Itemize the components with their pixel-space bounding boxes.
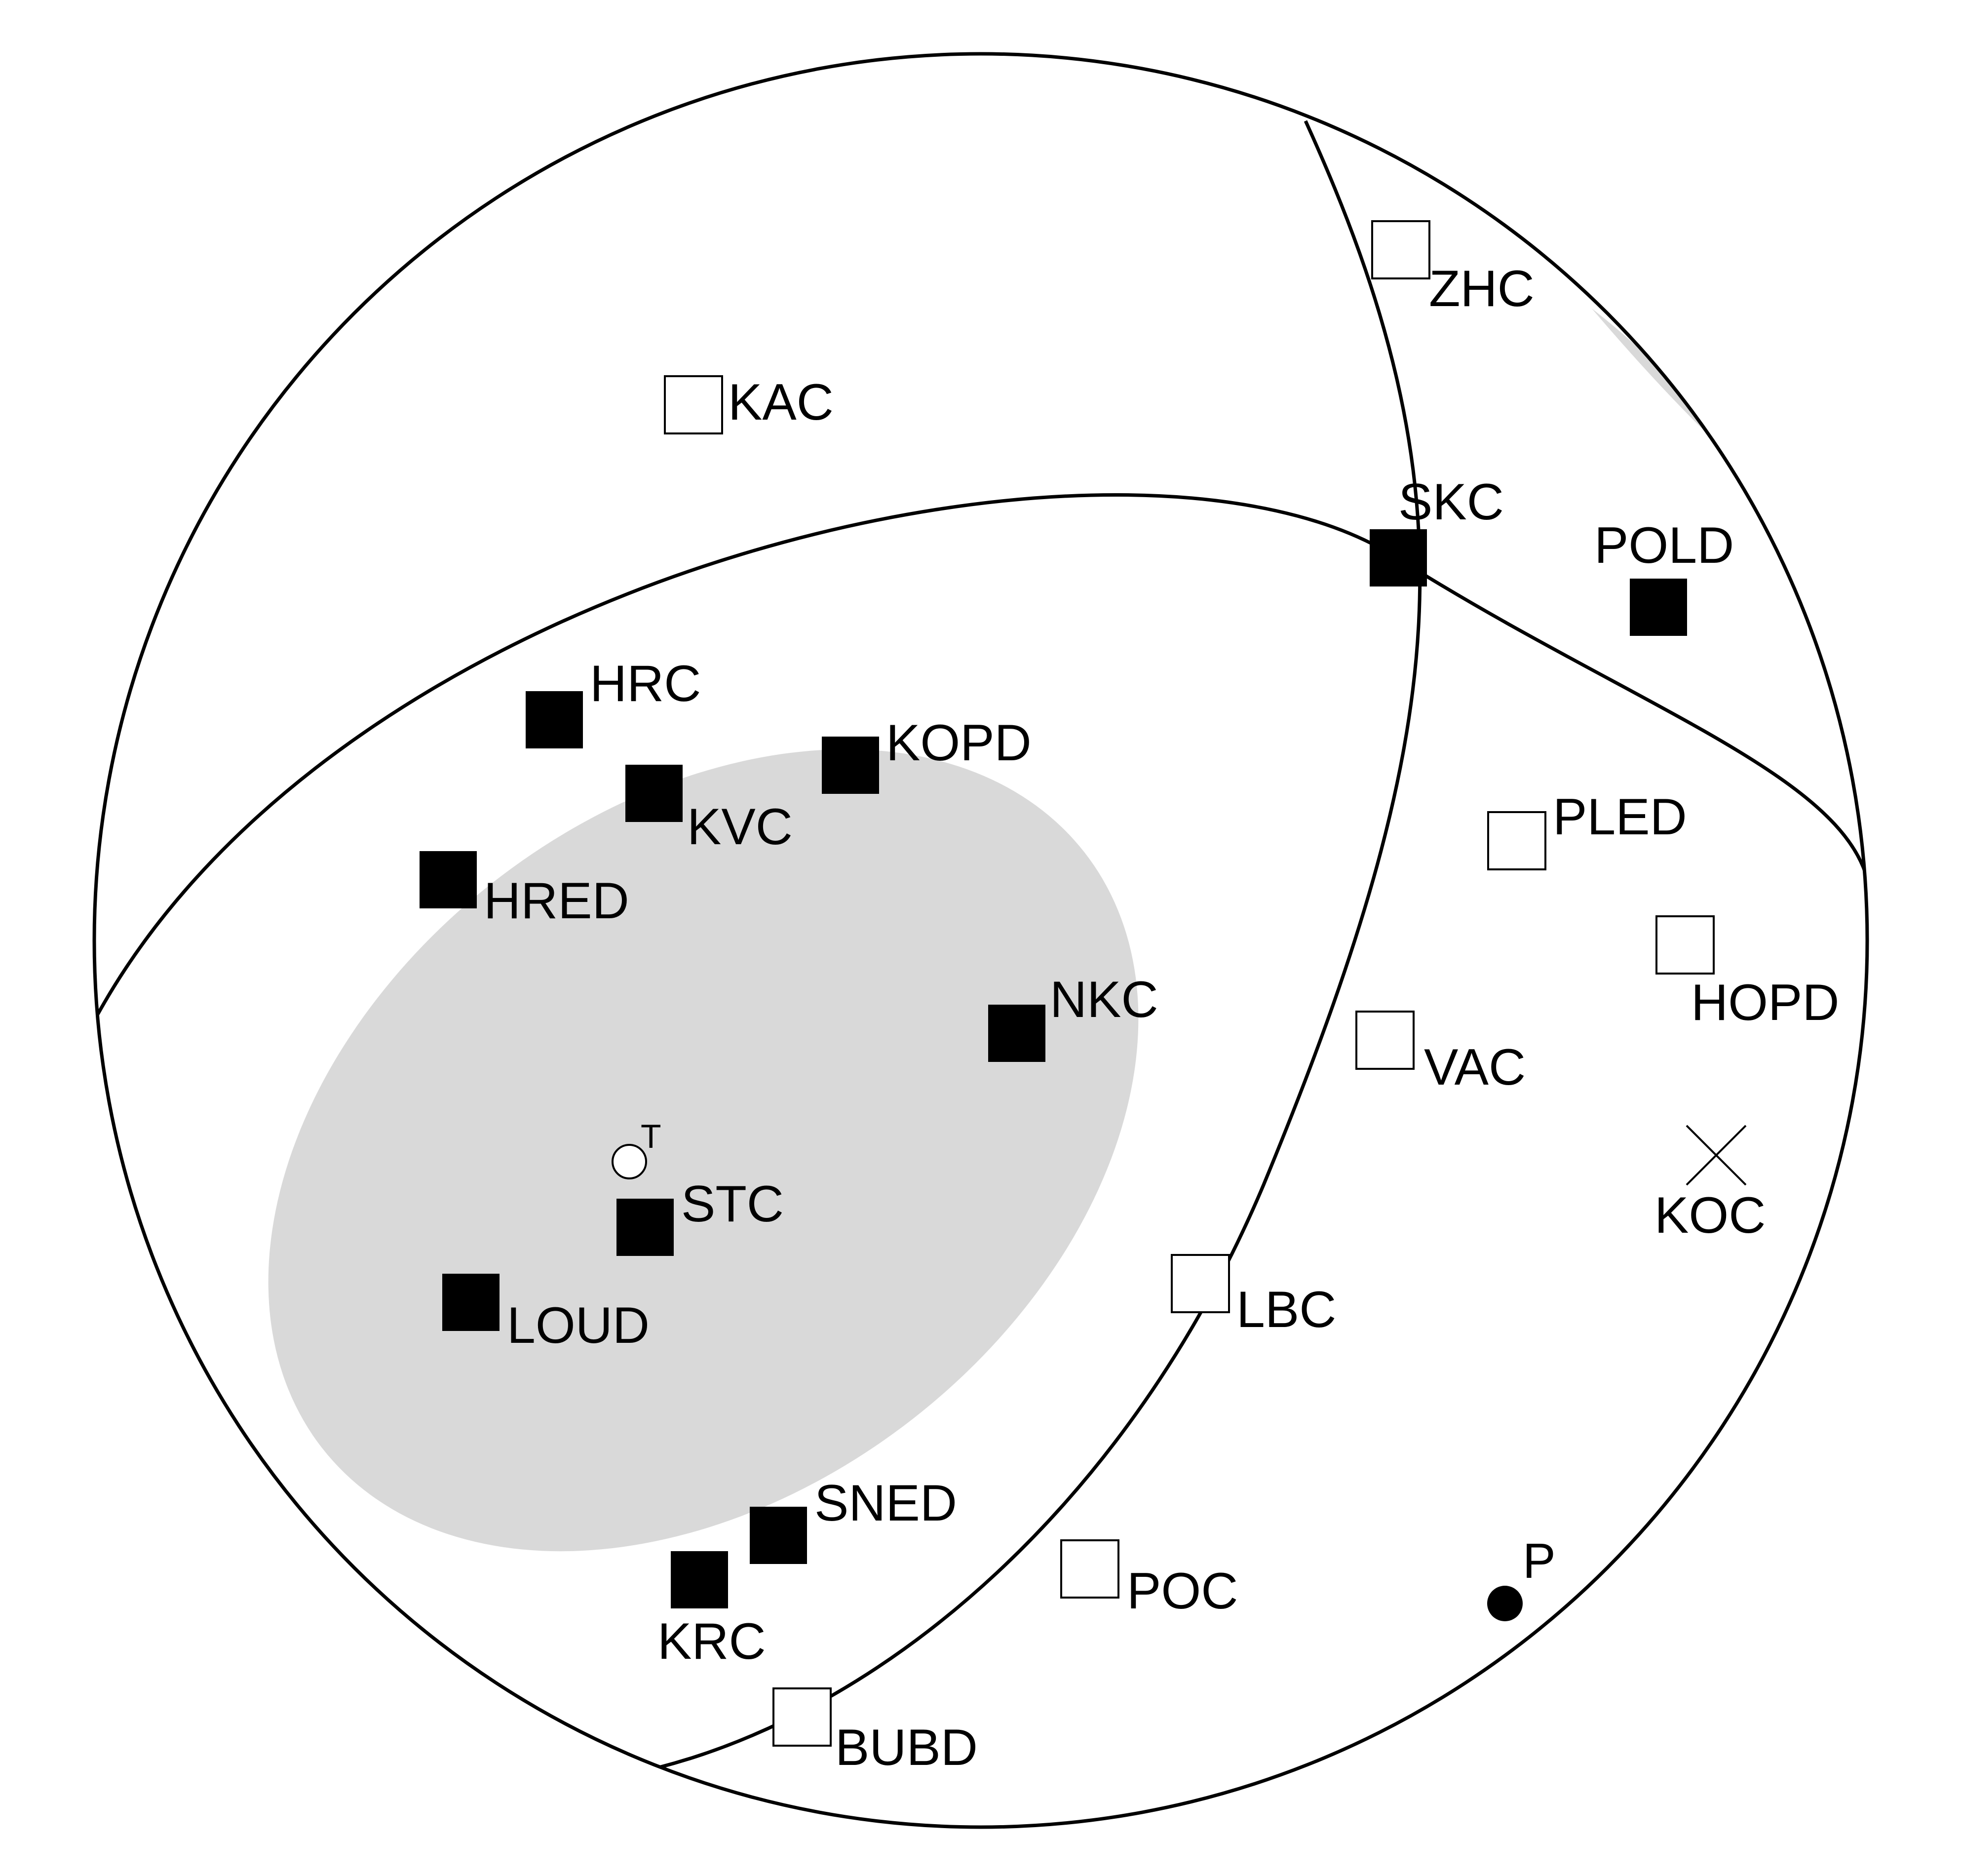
- station-stc: STC: [616, 1175, 784, 1256]
- station-kopd: KOPD: [822, 714, 1032, 794]
- station-label: SNED: [814, 1475, 957, 1532]
- station-label: STC: [681, 1175, 784, 1233]
- station-marker-open-square: [1487, 811, 1546, 870]
- station-label: NKC: [1050, 971, 1158, 1028]
- station-label: VAC: [1424, 1039, 1526, 1096]
- station-skc: SKC: [1370, 473, 1504, 586]
- t-axis-label: T: [641, 1118, 661, 1155]
- station-label: SKC: [1398, 473, 1504, 531]
- station-label: LBC: [1236, 1281, 1336, 1338]
- station-sned: SNED: [750, 1475, 957, 1564]
- station-label: KOC: [1654, 1187, 1766, 1244]
- station-bubd: BUBD: [772, 1687, 978, 1776]
- station-label: HRC: [590, 655, 701, 712]
- station-marker-filled-square: [1630, 579, 1687, 636]
- station-marker-open-square: [664, 375, 723, 434]
- station-label: KRC: [657, 1613, 766, 1670]
- station-kac: KAC: [664, 374, 834, 434]
- station-label: HOPD: [1691, 974, 1839, 1031]
- station-label: POC: [1127, 1563, 1238, 1620]
- station-label: KVC: [687, 798, 793, 856]
- station-label: BUBD: [835, 1719, 978, 1776]
- station-nkc: NKC: [988, 971, 1158, 1062]
- station-marker-open-square: [1355, 1011, 1415, 1070]
- station-label: KOPD: [886, 714, 1032, 772]
- station-marker-filled-square: [420, 851, 477, 908]
- station-poc: POC: [1060, 1539, 1238, 1620]
- station-label: LOUD: [507, 1297, 650, 1354]
- stations-layer: ZHC KAC SKC POLD HRC KOPD KVC HRED PLED HOPD NKC VA…: [420, 220, 1839, 1776]
- p-axis: P: [1487, 1533, 1556, 1621]
- station-marker-filled-square: [625, 765, 683, 822]
- nodal-plane-2: [658, 120, 1422, 1769]
- station-marker-open-square: [1171, 1254, 1230, 1313]
- station-marker-filled-square: [750, 1507, 807, 1564]
- p-axis-label: P: [1523, 1533, 1556, 1589]
- station-marker-open-square: [1371, 220, 1430, 279]
- p-axis-marker: [1487, 1586, 1523, 1621]
- t-axis: T: [612, 1118, 661, 1179]
- t-axis-confidence-region: [268, 749, 1139, 1552]
- station-loud: LOUD: [442, 1274, 650, 1354]
- station-pold: POLD: [1594, 517, 1734, 636]
- station-label: ZHC: [1429, 260, 1535, 317]
- station-label: HRED: [484, 872, 629, 930]
- station-marker-open-square: [1060, 1539, 1119, 1599]
- t-axis-marker: [612, 1144, 647, 1179]
- station-marker-filled-square: [526, 691, 583, 748]
- station-marker-filled-square: [822, 737, 879, 794]
- station-label: KAC: [728, 374, 834, 431]
- station-marker-open-square: [772, 1687, 832, 1747]
- station-marker-filled-square: [988, 1005, 1045, 1062]
- nodal-plane-1: [94, 493, 1867, 1018]
- station-vac: VAC: [1355, 1011, 1526, 1096]
- station-marker-filled-square: [1370, 529, 1427, 586]
- station-label: POLD: [1594, 517, 1734, 574]
- station-pled: PLED: [1487, 788, 1687, 870]
- station-marker-open-square: [1655, 915, 1715, 975]
- station-marker-cross: [1686, 1125, 1747, 1186]
- station-koc: KOC: [1654, 1125, 1766, 1244]
- station-krc: KRC: [657, 1551, 766, 1670]
- station-hred: HRED: [420, 851, 629, 930]
- station-label: PLED: [1553, 788, 1687, 846]
- station-kvc: KVC: [625, 765, 793, 856]
- focal-sphere-outline: [92, 52, 1869, 1829]
- station-zhc: ZHC: [1371, 220, 1535, 317]
- edge-shaded-sliver: [1592, 309, 1750, 474]
- station-hrc: HRC: [526, 655, 701, 748]
- station-hopd: HOPD: [1655, 915, 1839, 1031]
- station-marker-filled-square: [616, 1199, 674, 1256]
- station-marker-filled-square: [442, 1274, 500, 1331]
- station-lbc: LBC: [1171, 1254, 1336, 1338]
- station-marker-filled-square: [671, 1551, 728, 1608]
